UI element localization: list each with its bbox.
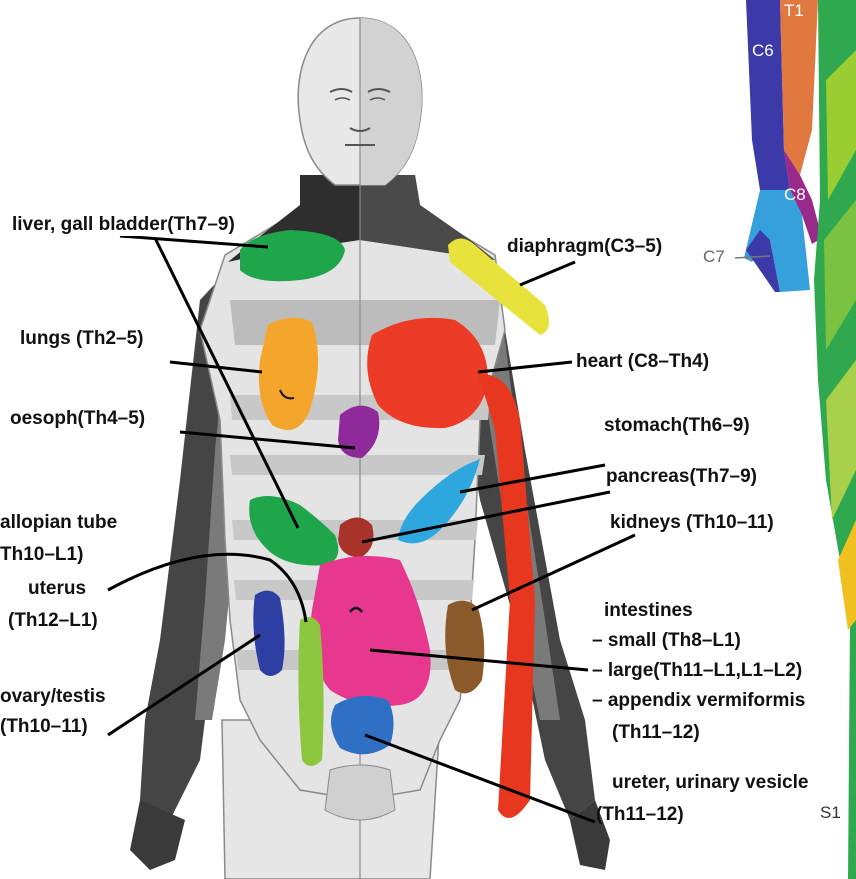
segment-t1: T1	[784, 2, 804, 20]
label-intestines: intestines	[604, 600, 693, 622]
dermatome-arm	[744, 0, 856, 879]
heart-organ	[367, 318, 488, 428]
segment-s1: S1	[820, 804, 841, 822]
label-heart: heart (C8–Th4)	[574, 351, 711, 373]
label-small-intestine: – small (Th8–L1)	[592, 630, 741, 652]
bladder-organ	[331, 696, 394, 754]
label-oesoph: oesoph(Th4–5)	[8, 408, 147, 430]
label-pancreas: pancreas(Th7–9)	[606, 466, 757, 488]
label-ovary-line1: ovary/testis	[0, 686, 106, 708]
label-large-intestine: – large(Th11–L1,L1–L2)	[592, 660, 802, 682]
label-liver: liver, gall bladder(Th7–9)	[10, 214, 237, 236]
label-appendix-line1: – appendix vermiformis	[592, 690, 805, 712]
label-ureter-line2: (Th11–12)	[596, 804, 684, 826]
label-fallopian-line2: Th10–L1)	[0, 544, 83, 566]
label-lungs: lungs (Th2–5)	[18, 328, 146, 350]
segment-c8: C8	[784, 186, 806, 204]
segment-c6: C6	[752, 42, 774, 60]
label-kidneys: kidneys (Th10–11)	[610, 512, 774, 534]
label-stomach: stomach(Th6–9)	[604, 415, 750, 437]
label-diaphragm: diaphragm(C3–5)	[505, 236, 664, 258]
label-fallopian-line1: allopian tube	[0, 512, 117, 534]
segment-c7: C7	[703, 248, 725, 266]
label-ureter-line1: ureter, urinary vesicle	[612, 772, 808, 794]
fallopian-organ	[298, 617, 323, 766]
label-appendix-line2: (Th11–12)	[612, 722, 700, 744]
label-ovary-line2: (Th10–11)	[0, 716, 88, 738]
label-uterus-line1: uterus	[28, 578, 86, 600]
label-uterus-line2: (Th12–L1)	[8, 610, 98, 632]
